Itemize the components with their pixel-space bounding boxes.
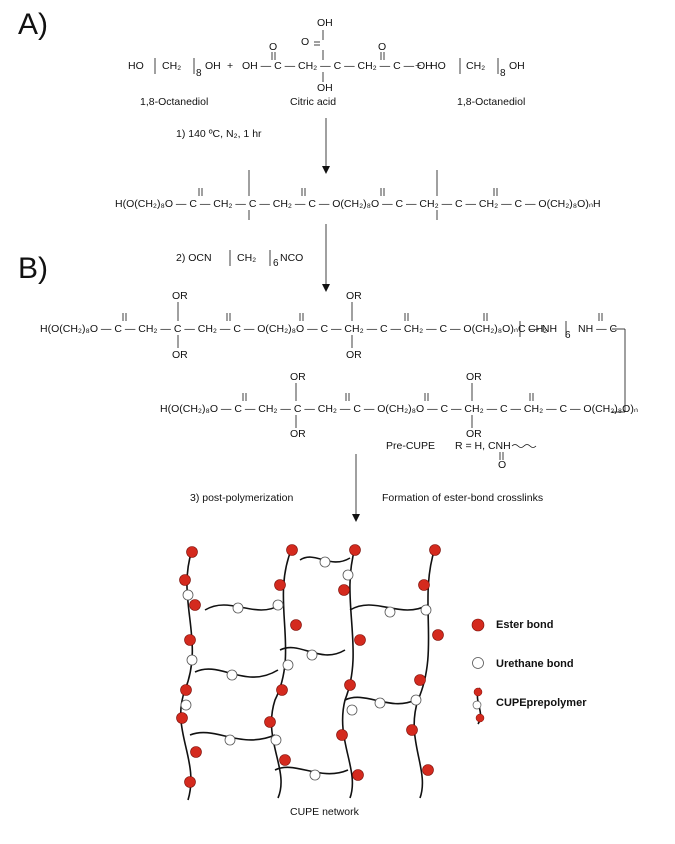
or-1-top: OR (172, 290, 188, 302)
octanediol-ch2-right: CH₂ (466, 60, 486, 72)
citric-o-top: O (301, 36, 310, 48)
legend-prepolymer-glyph (472, 687, 485, 725)
r-def-o: O (498, 459, 507, 471)
network-chains (180, 547, 436, 801)
citric-oh-bottom: OH (317, 82, 333, 94)
octanediol-oh: OH (205, 60, 221, 72)
octanediol-ho-right: HO (430, 60, 446, 72)
r-definition: R = H, CNH (455, 440, 511, 452)
or-3-bottom: OR (290, 428, 306, 440)
legend-prepolymer-label: CUPEprepolymer (496, 697, 587, 709)
step3-label: 3) post-polymerization (190, 492, 294, 504)
citric-acid-name: Citric acid (290, 96, 337, 108)
step2-reagent: 2) OCN (176, 252, 212, 264)
bonds (122, 30, 626, 514)
octanediol-ho: HO (128, 60, 144, 72)
precupe-line1-end: NH — C (578, 323, 618, 335)
precupe-label: Pre-CUPE (386, 440, 436, 452)
citric-o-right: O (378, 41, 387, 53)
or-3-top: OR (290, 371, 306, 383)
octanediol-sub: 8 (196, 68, 202, 79)
plus-sign-1: + (227, 60, 234, 72)
crosslink-label: Formation of ester-bond crosslinks (382, 492, 544, 504)
urethane-markers (180, 556, 484, 781)
octanediol-sub-right: 8 (500, 68, 506, 79)
precupe-line1-sub: 6 (565, 330, 571, 341)
precupe-line1: H(O(CH₂)₈O — C — CH₂ — C — CH₂ — C — O(C… (40, 323, 558, 335)
octanediol-ch2: CH₂ (162, 60, 182, 72)
step2-sub: 6 (273, 258, 279, 269)
step2-ch2: CH₂ (237, 252, 257, 264)
or-2-top: OR (346, 290, 362, 302)
step1-conditions: 1) 140 ºC, N₂, 1 hr (176, 128, 262, 140)
legend-ester-label: Ester bond (496, 619, 554, 631)
octanediol-oh-right: OH (509, 60, 525, 72)
legend-urethane-label: Urethane bond (496, 658, 574, 670)
octanediol-name-left: 1,8-Octanediol (140, 96, 209, 108)
or-4-top: OR (466, 371, 482, 383)
arrow-heads (322, 166, 360, 522)
octanediol-name-right: 1,8-Octanediol (457, 96, 526, 108)
section-b-label: B) (18, 252, 48, 285)
plus-sign-2: + (415, 60, 422, 72)
precupe-line2: H(O(CH₂)₈O — C — CH₂ — C — CH₂ — C — O(C… (160, 403, 639, 415)
or-2-bottom: OR (346, 349, 362, 361)
citric-acid-chain: OH — C — CH₂ — C — CH₂ — C — OH (242, 60, 433, 72)
or-4-bottom: OR (466, 428, 482, 440)
step2-nco: NCO (280, 252, 304, 264)
or-1-bottom: OR (172, 349, 188, 361)
cupe-network-label: CUPE network (290, 806, 359, 818)
ester-markers (176, 544, 485, 788)
precupe-line1-ch2: CH₂ (528, 323, 548, 335)
section-a-label: A) (18, 8, 48, 41)
citric-oh-top: OH (317, 17, 333, 29)
citric-o-left: O (269, 41, 278, 53)
intermediate-chain: H(O(CH₂)₈O — C — CH₂ — C — CH₂ — C — O(C… (115, 198, 601, 210)
